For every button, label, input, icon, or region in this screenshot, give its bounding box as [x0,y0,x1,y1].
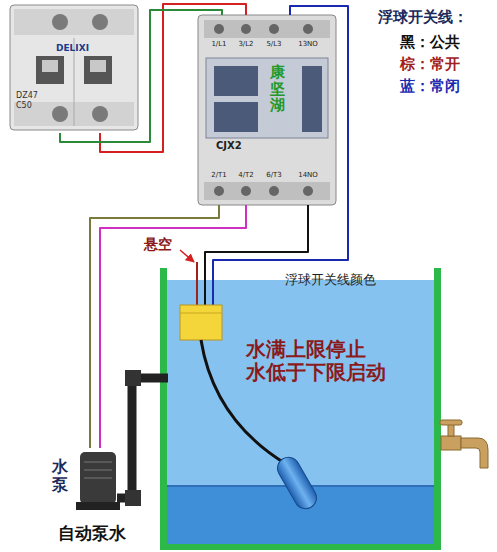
circuit-breaker [10,5,138,130]
circuit-breaker: DELIXI DZ47C50 [10,5,138,133]
legend-entry: 棕：常开 [400,56,460,73]
terminal-label: 5/L3 [266,40,281,48]
wire [100,205,246,448]
terminal-label: 2/T1 [211,171,227,179]
terminal-label: 14NO [298,171,318,179]
terminal-label: 3/L2 [238,40,253,48]
wire [90,205,219,448]
terminal-label: 6/T3 [266,171,282,179]
wire [213,6,348,268]
note-label: 悬空 [144,236,172,252]
terminal-label: 1/L1 [211,40,226,48]
water-tank: 浮球开关线颜色水满上限停止 水低于下限启动 [160,268,441,550]
legend-text: 棕：常开 [400,55,460,73]
terminal-label: 13NO [298,40,318,48]
terminal-label: 4/T2 [238,171,254,179]
contactor [198,15,336,205]
watermark: 康坚湖 [270,64,285,114]
node-text: DELIXI [56,43,89,53]
note-label: 自动泵水 [58,524,126,544]
node-text: CJX2 [216,140,242,152]
note-text: 浮球开关线颜色 [285,273,376,288]
wire [100,4,246,152]
node-text: DZ47 [16,91,38,100]
legend-entry: 黑：公共 [400,34,460,51]
wire [205,205,308,268]
faucet [440,420,488,468]
wire [60,10,222,142]
legend-entry: 蓝：常闭 [400,78,460,95]
water-tank [160,268,441,550]
node-text: 水泵 [52,458,68,493]
water-pump: 水泵 [50,448,122,514]
node-text: C50 [16,101,32,110]
legend-title: 浮球开关线： [378,9,468,26]
legend-text: 黑：公共 [400,33,460,51]
legend-text: 蓝：常闭 [400,77,460,95]
node-text: 水满上限停止 水低于下限启动 [246,338,396,384]
